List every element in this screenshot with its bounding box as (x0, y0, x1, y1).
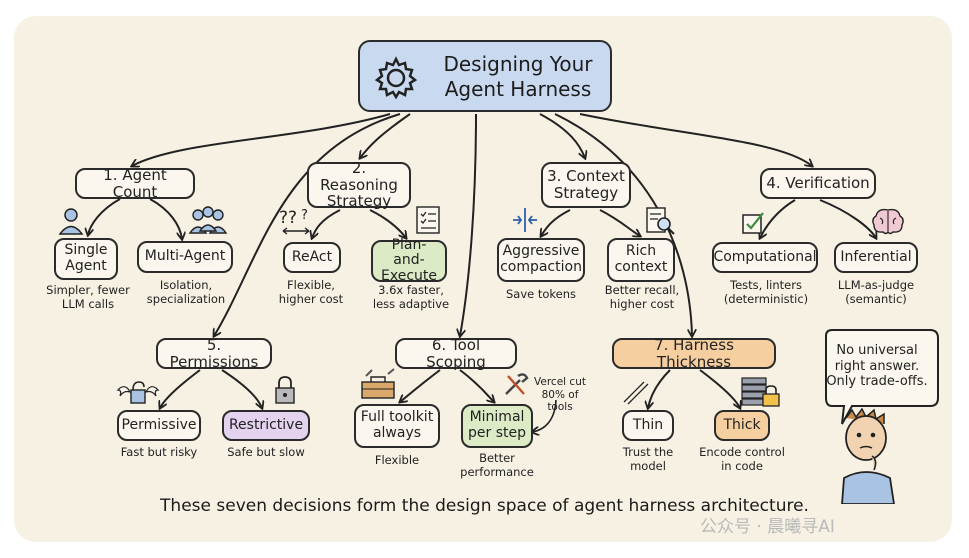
note-restrictive: Safe but slow (227, 445, 305, 459)
tools-icon (505, 373, 529, 395)
arrow-vercel-note (532, 399, 557, 432)
note-vercel: Vercel cut 80% of tools (534, 376, 586, 414)
checkbox-icon (742, 212, 764, 234)
option-inferential: Inferential (834, 242, 918, 273)
note-aggressive-compaction: Save tokens (505, 287, 577, 301)
option-multi-agent: Multi-Agent (137, 241, 233, 273)
note-plan-and-execute: 3.6x faster, less adaptive (372, 283, 450, 311)
padlock-icon (275, 376, 295, 404)
arrow-agent-single (88, 198, 121, 235)
speech-bubble (825, 329, 939, 425)
brain-icon (872, 208, 904, 235)
option-aggressive-compaction: Aggressive compaction (497, 238, 585, 282)
decision-harness-thickness: 7. Harness Thickness (612, 336, 776, 370)
compress-icon (513, 208, 537, 232)
option-permissive: Permissive (117, 410, 201, 441)
decision-reasoning-strategy: 2. Reasoning Strategy (307, 159, 411, 210)
note-rich-context: Better recall, higher cost (604, 283, 680, 311)
group-icon (188, 206, 228, 234)
note-react: Flexible, higher cost (278, 278, 344, 306)
svg-text:??: ?? (279, 208, 297, 228)
option-minimal-per-step: Minimal per step (461, 404, 533, 448)
footer-caption: These seven decisions form the design sp… (160, 496, 809, 516)
winged-unlock-icon (116, 381, 160, 404)
option-restrictive: Restrictive (222, 410, 310, 441)
note-multi-agent: Isolation, specialization (146, 278, 226, 306)
note-single-agent: Simpler, fewer LLM calls (46, 283, 130, 311)
option-full-toolkit: Full toolkit always (354, 404, 440, 448)
stack-lock-icon (741, 377, 780, 407)
decision-agent-count: 1. Agent Count (75, 166, 195, 200)
arrow-title-reasoning (360, 113, 411, 158)
arrow-title-agent-count (132, 113, 391, 166)
note-permissive: Fast but risky (120, 445, 198, 459)
option-thick: Thick (714, 410, 770, 441)
arrow-title-verification (579, 113, 812, 166)
option-single-agent: Single Agent (54, 238, 118, 280)
arrow-title-permissions (214, 113, 401, 336)
magnifier-doc-icon (646, 207, 675, 235)
option-plan-and-execute: Plan-and- Execute (371, 237, 447, 284)
note-thick: Encode control in code (699, 445, 785, 473)
option-rich-context: Rich context (607, 238, 675, 282)
note-inferential: LLM-as-judge (semantic) (837, 278, 915, 306)
note-minimal-per-step: Better performance (460, 451, 534, 479)
arrow-title-context (539, 113, 585, 158)
decision-tool-scoping: 6. Tool Scoping (395, 336, 517, 370)
page-title: Designing Your Agent Harness (443, 52, 593, 101)
option-thin: Thin (622, 410, 674, 441)
decision-permissions: 5. Permissions (156, 336, 272, 370)
note-computational: Tests, linters (deterministic) (723, 278, 809, 306)
title-box: Designing Your Agent Harness (358, 40, 612, 112)
decision-verification: 4. Verification (760, 168, 876, 199)
note-thin: Trust the model (622, 445, 674, 473)
gear-icon (374, 56, 418, 100)
checklist-icon (416, 206, 440, 234)
option-computational: Computational (712, 242, 818, 273)
note-full-toolkit: Flexible (374, 453, 420, 467)
watermark: 公众号 · 晨曦寻AI (700, 517, 835, 537)
arrow-title-tool-scoping (460, 113, 477, 336)
question-marks-icon: ?? ? (279, 208, 310, 235)
person-icon (58, 208, 84, 235)
toolbox-icon (361, 368, 395, 399)
option-react: ReAct (283, 242, 341, 273)
thin-lines-icon (623, 381, 649, 405)
decision-context-strategy: 3. Context Strategy (541, 162, 631, 208)
svg-text:?: ? (301, 208, 308, 223)
speech-bubble-text: No universal right answer. Only trade-of… (826, 343, 928, 390)
thinking-person-icon (841, 408, 895, 504)
